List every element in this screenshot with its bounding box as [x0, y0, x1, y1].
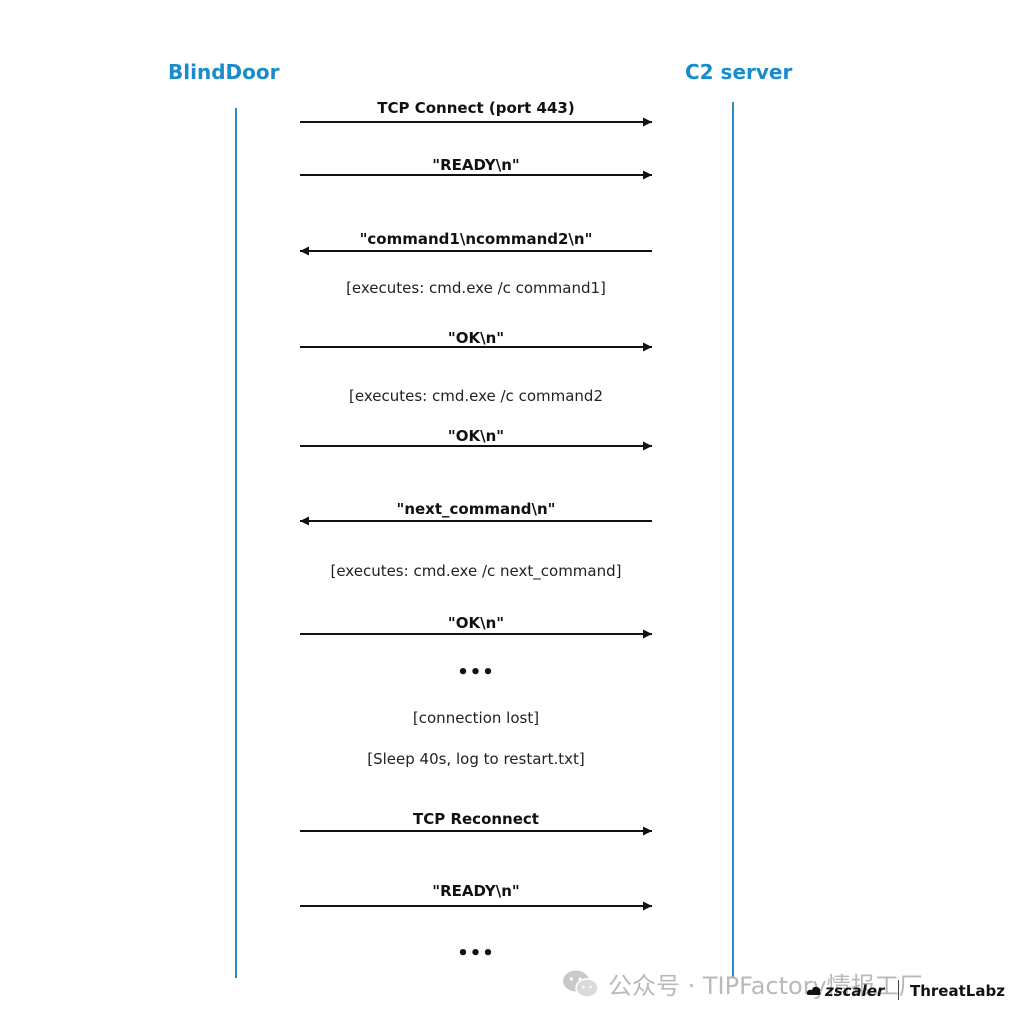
message-arrow-to-server	[300, 117, 652, 127]
message-arrow-to-client	[300, 516, 652, 526]
threatlabz-logo: ThreatLabz	[910, 982, 1005, 1000]
message-label: "READY\n"	[432, 156, 520, 174]
message-label: "OK\n"	[447, 614, 505, 632]
message-label: "OK\n"	[447, 329, 505, 347]
participant-c2-server: C2 server	[685, 60, 793, 84]
ellipsis: •••	[457, 943, 495, 964]
execution-note: [executes: cmd.exe /c command1]	[346, 279, 606, 297]
message-arrow-to-server	[300, 441, 652, 451]
message-label: TCP Connect (port 443)	[377, 99, 575, 117]
message-label: "next_command\n"	[396, 500, 556, 518]
lifeline-c2-server	[732, 102, 734, 978]
lifeline-blinddoor	[235, 108, 237, 978]
message-arrow-to-server	[300, 826, 652, 836]
message-arrow-to-client	[300, 246, 652, 256]
execution-note: [executes: cmd.exe /c command2	[349, 387, 603, 405]
zscaler-text: zscaler	[825, 982, 885, 1000]
zscaler-logo: zscaler	[806, 982, 884, 1000]
participant-blinddoor: BlindDoor	[168, 60, 280, 84]
wechat-icon	[563, 970, 599, 998]
connection-lost-note: [connection lost]	[412, 709, 540, 727]
message-label: TCP Reconnect	[413, 810, 539, 828]
execution-note: [executes: cmd.exe /c next_command]	[330, 562, 622, 580]
wechat-watermark: 公众号 · TIPFactory情报工厂	[562, 966, 923, 1001]
watermark-text: 公众号 · TIPFactory情报工厂	[608, 972, 923, 1000]
message-label: "READY\n"	[432, 882, 520, 900]
ellipsis: •••	[457, 662, 495, 683]
brand-divider	[898, 980, 899, 1000]
message-arrow-to-server	[300, 629, 652, 639]
message-label: "command1\ncommand2\n"	[359, 230, 593, 248]
message-arrow-to-server	[300, 342, 652, 352]
message-arrow-to-server	[300, 170, 652, 180]
message-label: "OK\n"	[447, 427, 505, 445]
sleep-note: [Sleep 40s, log to restart.txt]	[367, 750, 585, 768]
zscaler-cloud-icon	[806, 986, 821, 995]
message-arrow-to-server	[300, 901, 652, 911]
